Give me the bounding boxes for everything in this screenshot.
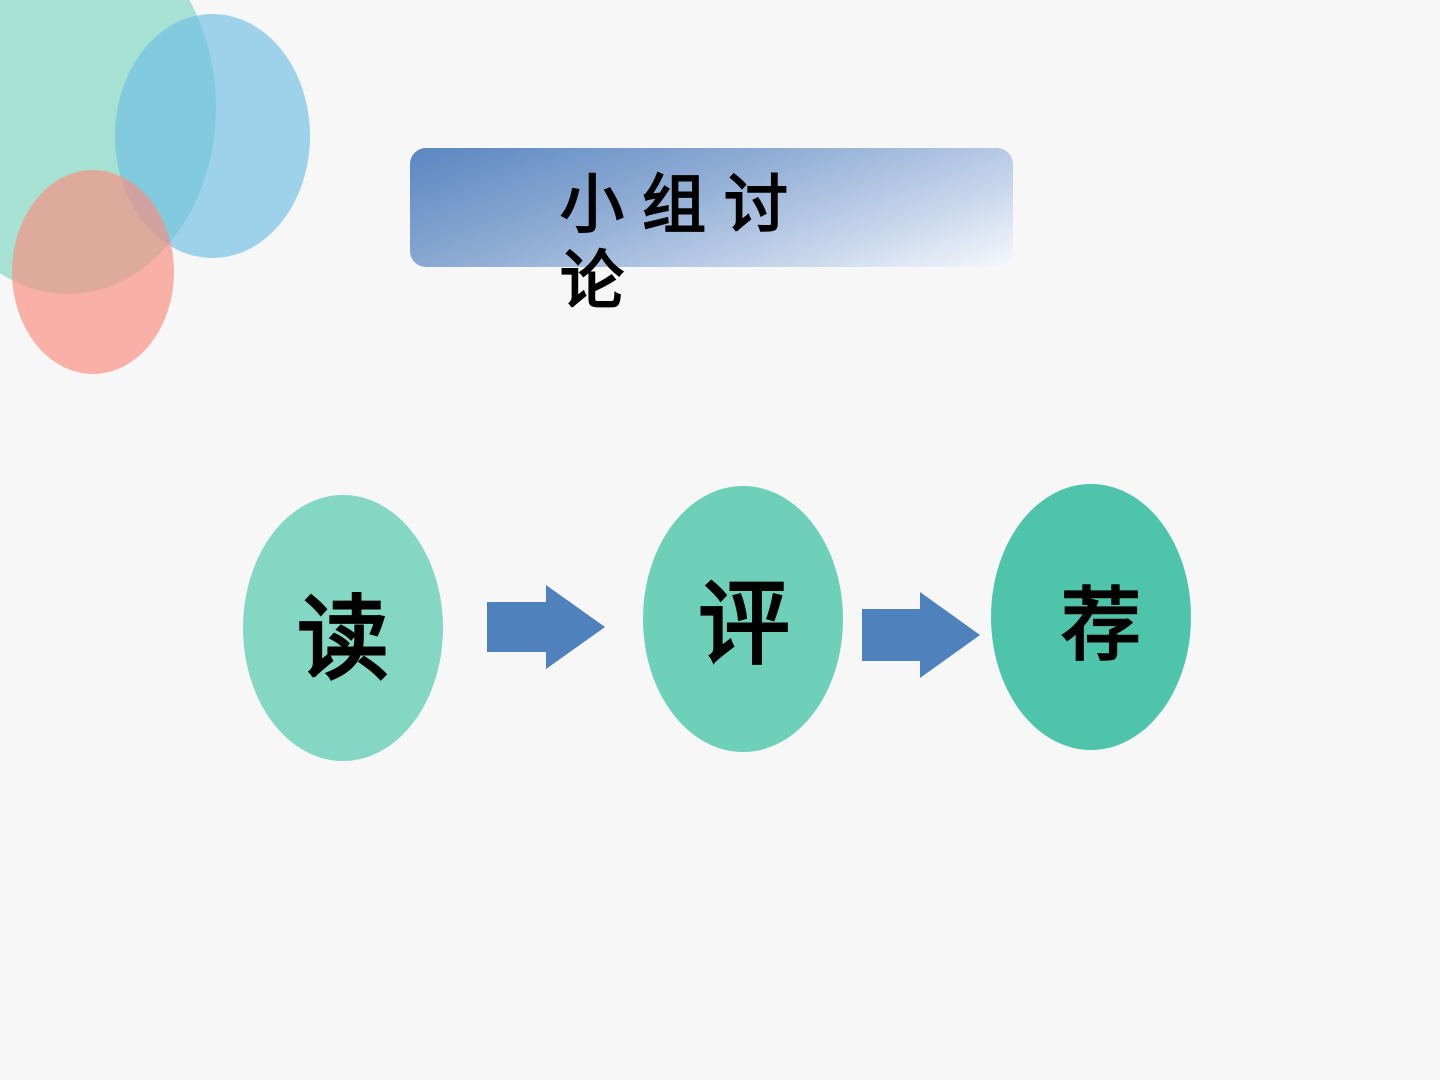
step-read: 读 — [243, 495, 443, 761]
step-review: 评 — [643, 486, 843, 752]
decorative-coral-ellipse — [12, 170, 174, 374]
right-arrow-icon — [862, 592, 980, 678]
title-banner — [410, 148, 1013, 267]
step-recommend-label: 荐 — [1061, 579, 1141, 672]
step-recommend: 荐 — [991, 484, 1191, 750]
step-review-label: 评 — [697, 570, 790, 678]
step-read-label: 读 — [296, 585, 389, 693]
slide-title: 小组讨论 — [560, 169, 806, 319]
arrow-shape — [862, 592, 980, 678]
right-arrow-icon — [487, 585, 605, 669]
arrow-shape — [487, 585, 605, 669]
